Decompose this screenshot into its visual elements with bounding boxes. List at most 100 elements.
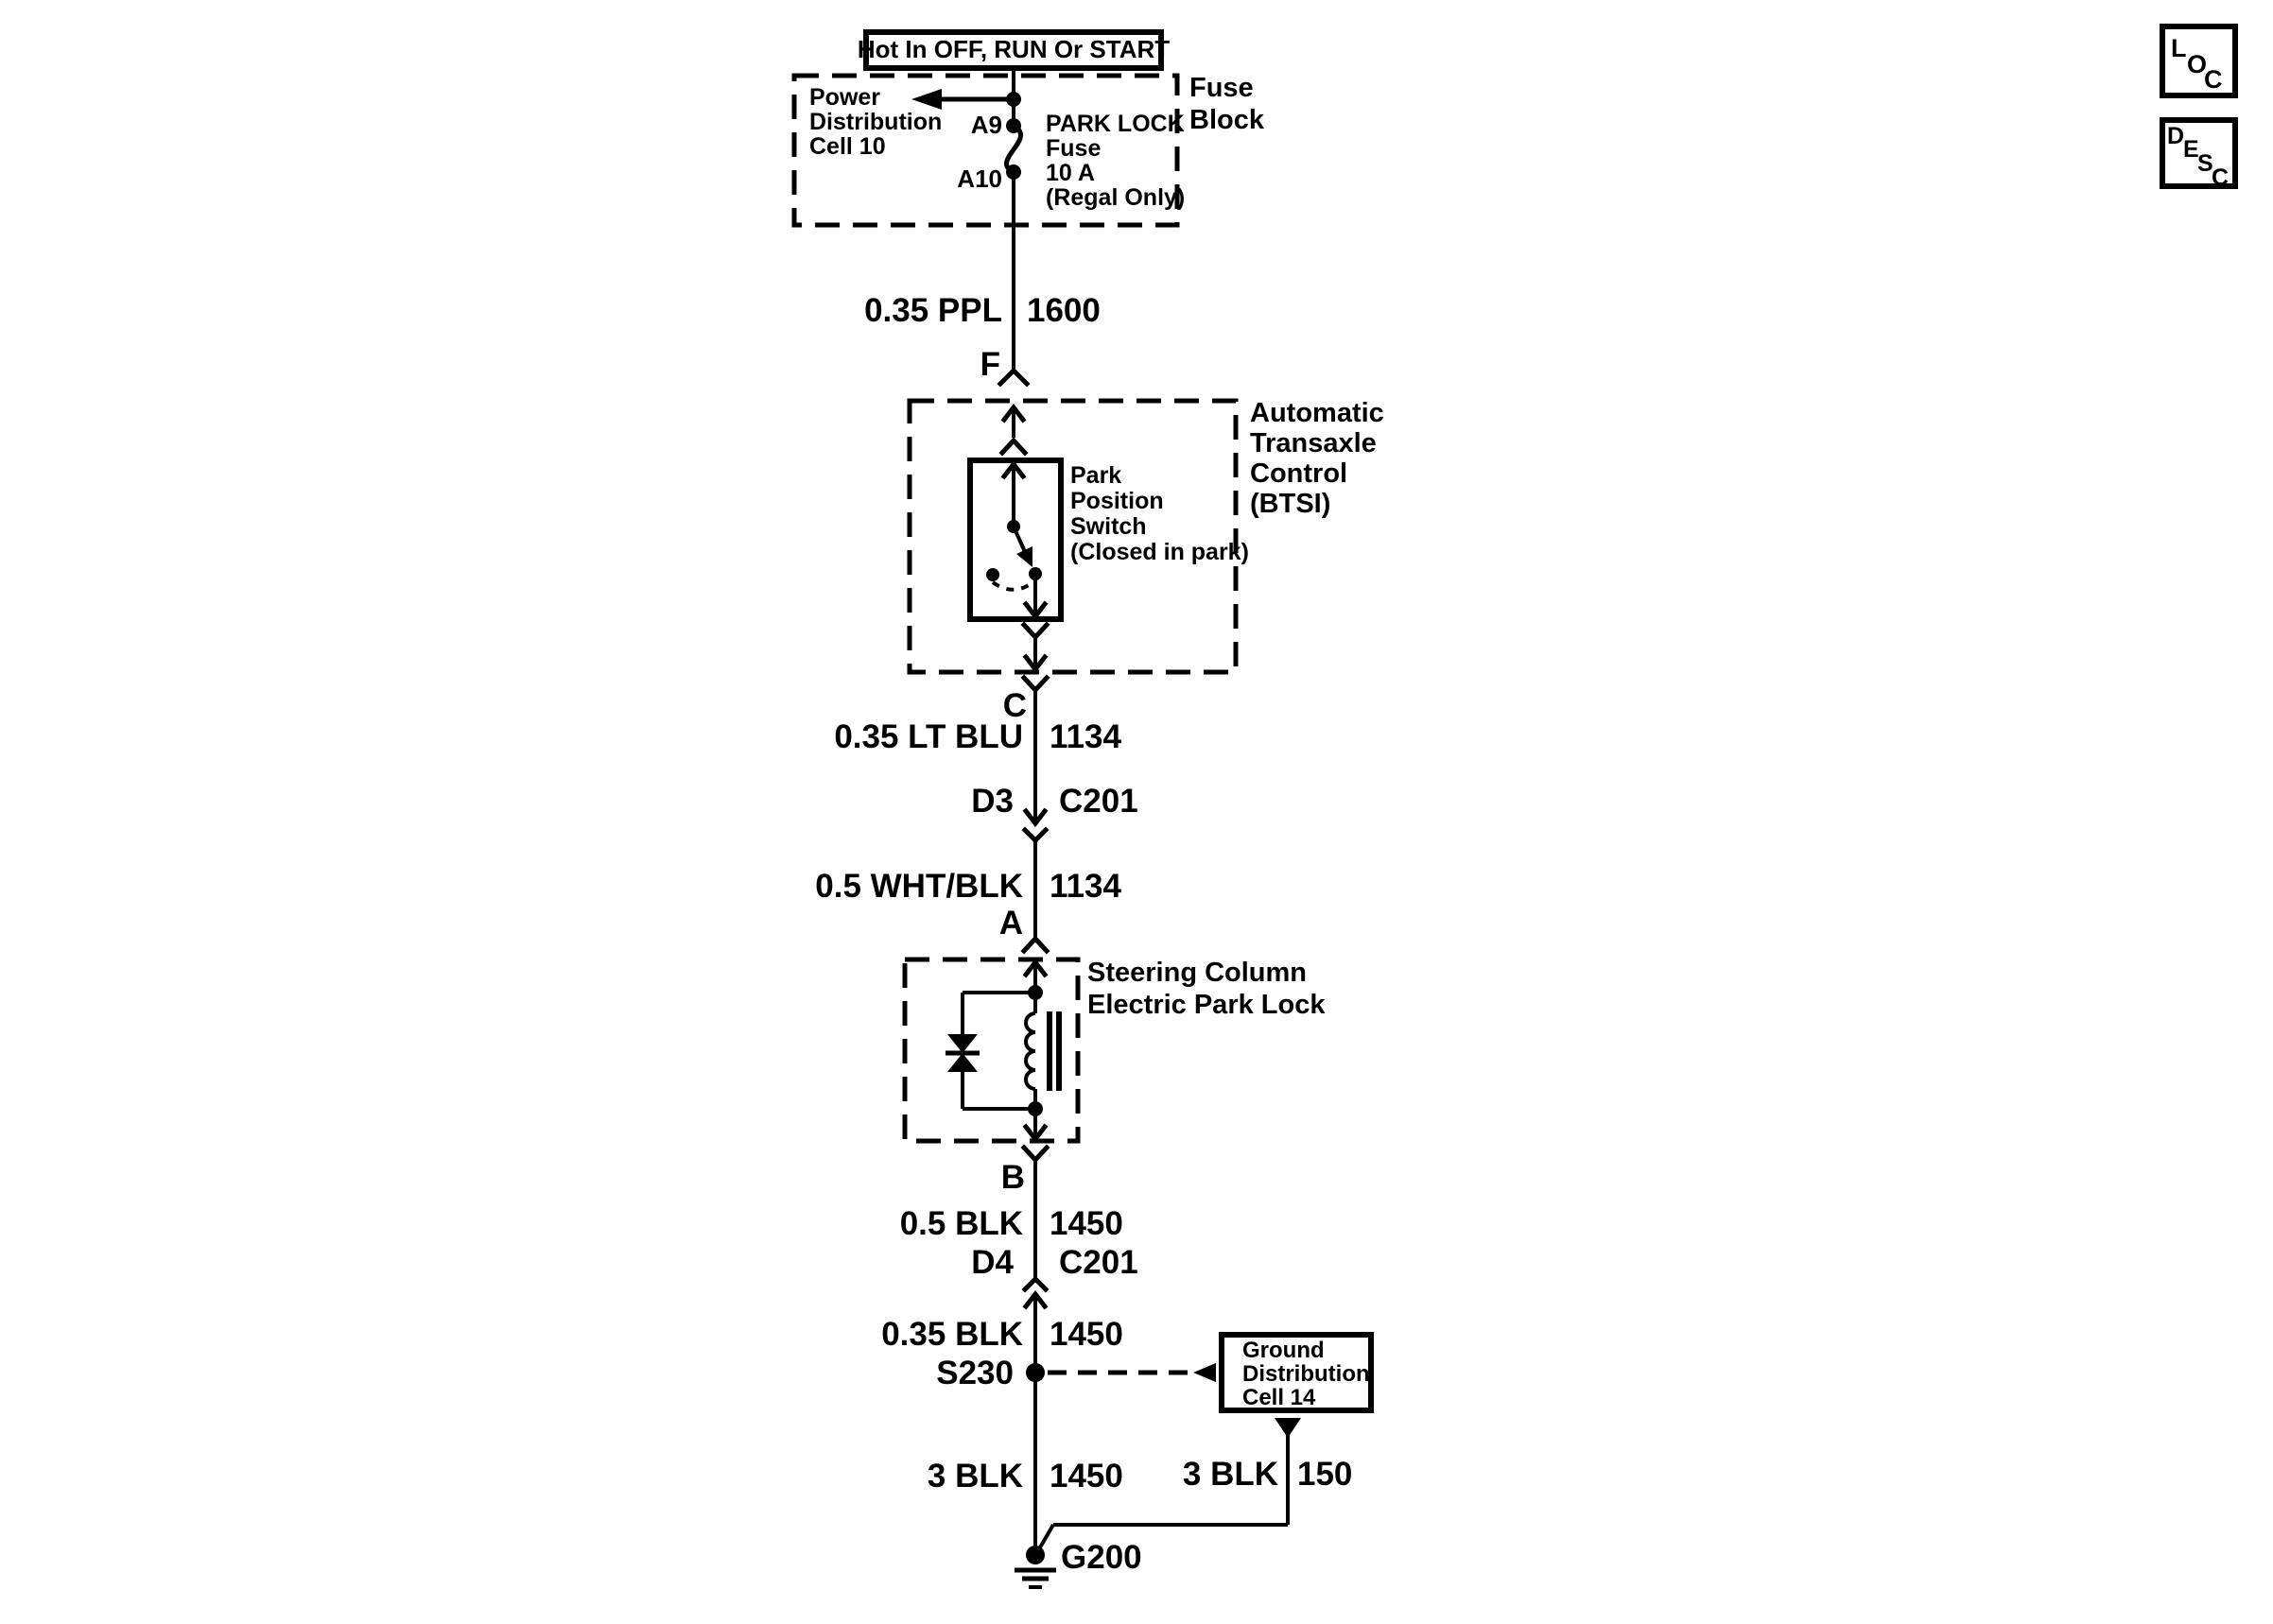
ref-arrow-icon: [1193, 1363, 1216, 1382]
wire-circuit-label: 1450: [1050, 1458, 1123, 1494]
female-terminal-chevron-icon: [1020, 621, 1050, 641]
switch-label-line3: Switch: [1070, 513, 1147, 540]
switch-travel-arc: [991, 579, 1036, 592]
fuse-block-title-line1: Fuse: [1189, 73, 1254, 103]
female-terminal-chevron-icon: [1020, 935, 1050, 955]
connector-c-label: C: [1003, 687, 1027, 724]
fuse-name-line4: (Regal Only): [1046, 184, 1185, 211]
diode-icon: [946, 1034, 980, 1072]
wire-gauge-color-label: 3 BLK: [1183, 1456, 1278, 1493]
fuse-name-line3: 10 A: [1046, 160, 1095, 186]
terminal-a10-label: A10: [957, 164, 1002, 193]
wire-gauge-color-label: 0.5 WHT/BLK: [815, 868, 1023, 905]
fuse-block-outline: [791, 73, 1180, 228]
steering-column-module: Steering Column Electric Park Lock: [902, 957, 1326, 1144]
btsi-title-line2: Transaxle: [1250, 428, 1377, 458]
loc-button-box[interactable]: [2160, 24, 2238, 98]
ground-icon: [1026, 1546, 1045, 1564]
fuse-block: Fuse Block Power Distribution Cell 10 A9…: [791, 73, 1265, 228]
desc-letter-d: D: [2167, 123, 2184, 149]
diode-lower-triangle: [947, 1053, 978, 1072]
wire-circuit-label: 1450: [1050, 1316, 1123, 1353]
wire-gauge-color-label: 3 BLK: [928, 1458, 1023, 1494]
male-terminal-arrow-icon: [1022, 1123, 1049, 1144]
connector-f-label: F: [980, 346, 1000, 383]
loc-letter-l: L: [2171, 34, 2187, 62]
down-triangle-icon: [1275, 1418, 1301, 1438]
btsi-module: Automatic Transaxle Control (BTSI) Park …: [907, 398, 1384, 675]
male-terminal-arrow-icon: [1022, 600, 1049, 621]
junction-dot: [1006, 92, 1021, 107]
switch-park-dot: [986, 568, 999, 581]
switch-arm-arrowhead-icon: [1016, 546, 1032, 567]
wire-gauge-color-label: 0.35 LT BLU: [834, 718, 1023, 755]
desc-button[interactable]: D E S C: [2160, 117, 2238, 191]
female-terminal-chevron-icon: [1021, 1275, 1050, 1293]
wire-label-whtblk-1134: 0.5 WHT/BLK 1134: [815, 868, 1121, 905]
steering-title-line1: Steering Column: [1087, 958, 1307, 988]
wire-label-blk035-1450: 0.35 BLK 1450: [881, 1316, 1123, 1353]
connector-f: F: [980, 346, 1031, 388]
connector-c201-label: C201: [1059, 783, 1138, 820]
wire-circuit-label: 150: [1297, 1456, 1352, 1493]
park-position-switch: Park Position Switch (Closed in park): [967, 458, 1249, 622]
wire-label-blk05-1450: 0.5 BLK 1450: [900, 1205, 1123, 1242]
ground-distribution-ref: Ground Distribution Cell 14: [1038, 1332, 1374, 1549]
wire-circuit-label: 1450: [1050, 1205, 1123, 1242]
btsi-title-line1: Automatic: [1250, 398, 1384, 428]
wire-circuit-label: 1134: [1050, 718, 1121, 755]
wire-circuit-label: 1134: [1050, 868, 1121, 905]
ground-g200: G200: [1015, 1539, 1142, 1589]
ground-ref-line2: Distribution: [1242, 1361, 1370, 1387]
loc-button[interactable]: L O C: [2160, 24, 2238, 98]
desc-letter-c: C: [2212, 164, 2229, 191]
power-banner: Hot In OFF, RUN Or START: [858, 29, 1170, 71]
desc-letter-e: E: [2183, 136, 2199, 163]
pin-d3-label: D3: [971, 783, 1014, 820]
fuse-icon: [1004, 123, 1023, 175]
wire-gauge-color-label: 0.35 BLK: [881, 1316, 1023, 1353]
power-distribution-line3: Cell 10: [809, 133, 886, 160]
female-terminal-chevron-icon: [997, 367, 1031, 388]
fuse-block-title-line2: Block: [1189, 105, 1265, 135]
female-terminal-chevron-icon: [1020, 1144, 1050, 1164]
coil-windings: [1024, 1011, 1036, 1091]
switch-label-line4: (Closed in park): [1070, 539, 1249, 565]
inline-connector-c201-d3: D3 C201: [971, 783, 1138, 844]
wire-gauge-color-label: 0.35 PPL: [864, 292, 1002, 329]
ref-diagonal-wire: [1038, 1523, 1055, 1549]
steering-column-outline: [902, 957, 1081, 1144]
coil-icon: [1024, 993, 1062, 1109]
connector-c: C: [1003, 674, 1050, 724]
wire-label-ppl-1600: 0.35 PPL 1600: [864, 292, 1101, 329]
connector-c201-label: C201: [1059, 1244, 1138, 1281]
ground-ref-box: [1219, 1332, 1374, 1413]
fuse-name-line2: Fuse: [1046, 135, 1101, 162]
male-terminal-arrow-icon: [1022, 958, 1049, 978]
btsi-title-line3: Control: [1250, 458, 1347, 489]
power-distribution-ref: Power Distribution Cell 10: [809, 84, 1021, 160]
inline-connector-c201-d4: D4 C201: [971, 1244, 1138, 1310]
male-terminal-arrow-icon: [1000, 403, 1027, 423]
loc-letter-c: C: [2204, 65, 2223, 94]
desc-button-box[interactable]: [2160, 117, 2238, 189]
wire-gauge-color-label: 0.5 BLK: [900, 1205, 1023, 1242]
male-terminal-arrow-icon: [1000, 459, 1027, 480]
splice-s230-label: S230: [936, 1355, 1014, 1391]
desc-letter-s: S: [2197, 150, 2213, 177]
diode-upper-triangle: [947, 1034, 978, 1053]
fuse-name-line1: PARK LOCK: [1046, 111, 1185, 137]
switch-label-line2: Position: [1070, 488, 1164, 514]
male-terminal-arrow-icon: [1022, 807, 1049, 828]
connector-b: B: [1001, 1144, 1050, 1196]
steering-title-line2: Electric Park Lock: [1087, 990, 1326, 1020]
park-lock-fuse: A9 A10 PARK LOCK Fuse 10 A (Regal Only): [957, 111, 1185, 211]
power-banner-label: Hot In OFF, RUN Or START: [858, 35, 1170, 63]
female-terminal-chevron-icon: [998, 437, 1029, 457]
ground-ref-line1: Ground: [1242, 1338, 1325, 1363]
btsi-outline: [907, 398, 1239, 675]
ground-ref-line3: Cell 14: [1242, 1385, 1316, 1410]
wire-circuit-label: 1600: [1027, 292, 1101, 329]
connector-a-label: A: [999, 905, 1023, 942]
